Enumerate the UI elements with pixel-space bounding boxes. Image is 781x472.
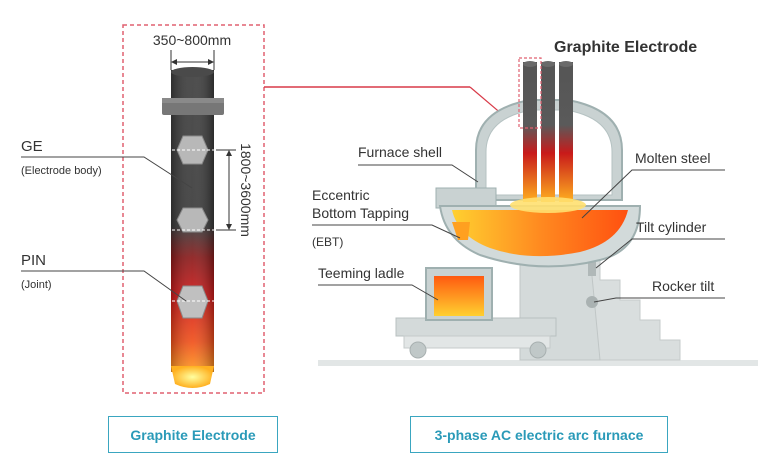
ge-sub-label: (Electrode body) [21, 165, 102, 177]
furnace-electrode-dashed-frame [518, 57, 542, 129]
length-dimension: 1800~3600mm [216, 143, 254, 237]
rocker-tilt-leader [593, 297, 725, 303]
ge-leader-line [21, 156, 193, 189]
furnace-shell-label: Furnace shell [358, 144, 442, 160]
rocker-tilt-label: Rocker tilt [652, 278, 714, 294]
caption-graphite-electrode: Graphite Electrode [108, 416, 278, 453]
furnace-shell [435, 99, 642, 268]
bottom-tapping-label: Bottom Tapping [312, 205, 409, 221]
length-label: 1800~3600mm [238, 143, 254, 237]
diameter-dimension: 350~800mm [153, 32, 231, 70]
ladle-car [395, 317, 557, 359]
ebt-leader [312, 224, 461, 239]
furnace-electrodes [518, 57, 573, 202]
electrode-joint-3 [167, 285, 218, 319]
tilt-cylinder-label: Tilt cylinder [636, 219, 707, 235]
pin-leader-line [21, 270, 187, 302]
pin-sub-label: (Joint) [21, 279, 52, 291]
molten-steel-label: Molten steel [635, 150, 710, 166]
electrode-dashed-frame [122, 24, 265, 394]
electrode-joint-2 [167, 207, 218, 233]
teeming-ladle-graphic [425, 267, 493, 321]
eccentric-label: Eccentric [312, 187, 370, 203]
teeming-ladle-leader [318, 284, 439, 301]
ge-label: GE [21, 138, 43, 155]
molten-steel-leader [581, 169, 725, 219]
floor [318, 360, 758, 366]
diameter-label: 350~800mm [153, 32, 231, 48]
furnace-shell-leader [358, 164, 479, 183]
tilt-cylinder-leader [595, 238, 725, 269]
ebt-label: (EBT) [312, 235, 343, 249]
pin-label: PIN [21, 252, 46, 269]
arc-glow [510, 197, 586, 213]
furnace-title: Graphite Electrode [554, 39, 697, 56]
electrode-joint-1 [167, 135, 218, 165]
teeming-ladle-label: Teeming ladle [318, 265, 405, 281]
caption-eaf: 3-phase AC electric arc furnace [410, 416, 668, 453]
